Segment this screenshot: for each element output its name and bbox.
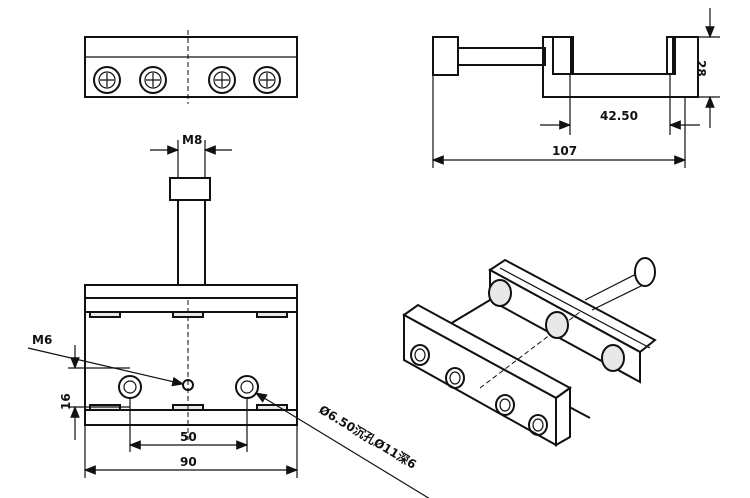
dim-42-50: 42.50 [600,109,638,123]
dim-90: 90 [180,455,197,469]
dim-16: 16 [59,393,73,410]
dim-50: 50 [180,430,197,444]
top-view [84,30,298,104]
dim-107: 107 [552,144,577,158]
screw-heads [93,66,281,94]
isometric-view [402,257,657,447]
front-view: M8 16 50 90 M6 Ø6.50沉孔Ø11深6 [27,133,430,498]
dim-28: 28 [694,60,708,77]
dim-m8: M8 [182,133,202,147]
dim-m6: M6 [32,333,52,347]
side-view: 42.50 107 28 [431,8,720,168]
